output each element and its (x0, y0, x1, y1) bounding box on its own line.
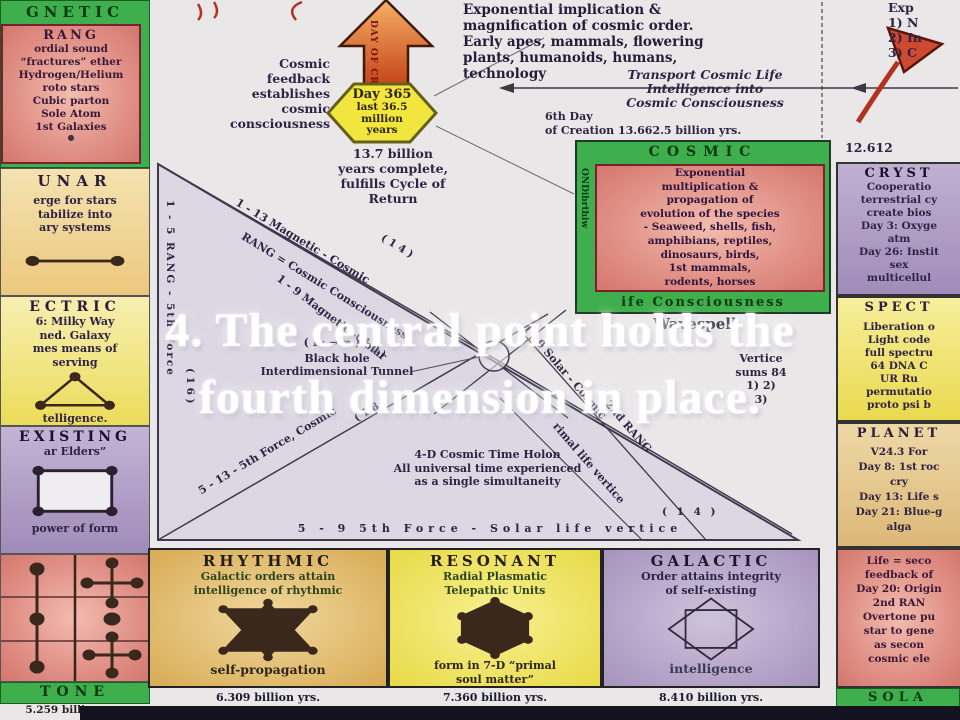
magnetic-header: GNETIC (25, 3, 125, 21)
self-existing-header: EXISTING (19, 429, 131, 445)
overtone-header: TONE (39, 684, 111, 700)
self-existing-box: EXISTING ar Elders” power of form (0, 426, 150, 554)
resonant-header: RESONANT (429, 552, 561, 570)
eight-point-star-glyph (667, 597, 755, 661)
electric-triangle-glyph (35, 372, 115, 410)
time-holon-label: 4-D Cosmic Time Holon All universal time… (393, 448, 582, 488)
rang-subheader: RANG (43, 28, 99, 43)
solar-header: SOLA (868, 690, 928, 705)
f4-infinity-label: ( F₄ → ∞ ) (303, 336, 361, 349)
overtone-glyphs (1, 555, 149, 681)
creation-arrow (336, 0, 436, 92)
day-365-hexagon: Day 365 last 36.5 million years (326, 82, 438, 144)
planetary-text: V24.3 For Day 8: 1st roc cry Day 13: Lif… (855, 446, 943, 533)
corner-number: 12.612 (845, 140, 893, 155)
creation-note: 6th Day of Creation 13.662.5 billion yrs… (545, 110, 742, 137)
bullet-dot: ● (67, 133, 75, 142)
cosmic-footer: ife Consciousness (621, 295, 785, 310)
galactic-box: GALACTIC Order attains integrity of self… (602, 548, 820, 688)
vertice-sums-label: Vertice sums 84 1) 2) 3) (735, 352, 787, 406)
cosmic-text: Exponential multiplication & propagation… (640, 167, 780, 288)
galactic-years: 8.410 billion yrs. (658, 691, 764, 704)
exponential-note: Exponential implication & magnification … (463, 2, 704, 82)
resonant-text: Radial Plasmatic Telepathic Units (442, 570, 548, 597)
red-swoosh-arrow (855, 60, 901, 124)
rhythmic-text: Galactic orders attain intelligence of r… (193, 570, 343, 597)
resonant-box: RESONANT Radial Plasmatic Telepathic Uni… (388, 548, 602, 688)
black-hole-label: Black hole Interdimensional Tunnel (260, 352, 414, 378)
self-existing-text: ar Elders” (43, 445, 107, 458)
hexagon-text: last 36.5 million years (356, 101, 408, 136)
galactic-text: Order attains integrity of self-existing (641, 570, 781, 597)
rectangle-glyph (32, 465, 118, 516)
crystal-box: CRYST Cooperatio terrestrial cy create b… (836, 162, 960, 296)
galactic-header: GALACTIC (650, 552, 772, 570)
solar-bar: SOLA (836, 688, 960, 708)
overtone-glyph-panel (0, 554, 150, 682)
galactic-footer: intelligence (669, 661, 753, 676)
lunar-box: UNAR erge for stars tabilize into ary sy… (0, 168, 150, 296)
lunar-glyph (25, 255, 125, 266)
solar-box: Life = seco feedback of Day 20: Origin 2… (836, 548, 960, 688)
letterbox-bar (80, 706, 960, 720)
billion-years-note: 13.7 billion years complete, fulfills Cy… (338, 146, 448, 206)
cosmic-box: COSMIC ONDibrthiw Exponential multiplica… (575, 140, 831, 314)
cosmic-header: COSMIC (648, 144, 758, 160)
hexagram-glyph (218, 598, 318, 662)
hexagon-title: Day 365 (352, 87, 412, 102)
rhythmic-header: RHYTHMIC (202, 552, 334, 570)
wavespell-label: Wavespell (653, 315, 737, 333)
planetary-header: PLANET (856, 426, 942, 441)
electric-text: 6: Milky Way ned. Galaxy mes means of se… (32, 315, 118, 369)
lunar-header: UNAR (37, 172, 113, 190)
electric-box: ECTRIC 6: Milky Way ned. Galaxy mes mean… (0, 296, 150, 426)
spectral-header: SPECT (864, 300, 934, 315)
left-edge-label: 1 - 5 RANG - 5th Force (164, 200, 176, 377)
corner-list: Exp 1) N 2) In 3) C (888, 0, 922, 60)
resonant-footer: form in 7-D “primal soul matter” (434, 659, 556, 686)
magnetic-box: GNETIC RANG ordial sound “fractures” eth… (0, 0, 150, 168)
rhythmic-box: RHYTHMIC Galactic orders attain intellig… (148, 548, 388, 688)
label-16: ( 1 6 ) (184, 368, 196, 404)
crystal-text: Cooperatio terrestrial cy create bios Da… (859, 181, 939, 284)
crystal-header: CRYST (864, 166, 934, 181)
cosmic-side-label: ONDibrthiw (579, 168, 589, 229)
overtone-bar: TONE (0, 682, 150, 704)
cube-glyph (457, 597, 533, 659)
cosmic-feedback-note: Cosmic feedback establishes cosmic consc… (229, 56, 330, 131)
spectral-box: SPECT Liberation o Light code full spect… (836, 296, 960, 422)
electric-header: ECTRIC (29, 299, 121, 315)
rhythmic-years: 6.309 billion yrs. (215, 691, 321, 704)
bottom-edge-label: 5 - 9 5th Force - Solar life vertice (297, 522, 683, 535)
planetary-box: PLANET V24.3 For Day 8: 1st roc cry Day … (836, 422, 960, 548)
self-existing-footer: power of form (31, 521, 119, 535)
transport-note: Transport Cosmic Life Intelligence into … (626, 67, 784, 110)
rhythmic-footer: self-propagation (210, 662, 326, 677)
electric-footer: telligence. (42, 412, 108, 425)
solar-text: Life = seco feedback of Day 20: Origin 2… (856, 555, 942, 665)
lunar-text: erge for stars tabilize into ary systems (33, 194, 117, 234)
spectral-text: Liberation o Light code full spectru 64 … (863, 321, 935, 411)
hexagon-shape (326, 82, 438, 144)
resonant-years: 7.360 billion yrs. (442, 691, 548, 704)
label-14b: ( 1 4 ) (662, 506, 719, 518)
magnetic-text: ordial sound “fractures” ether Hydrogen/… (18, 43, 124, 133)
